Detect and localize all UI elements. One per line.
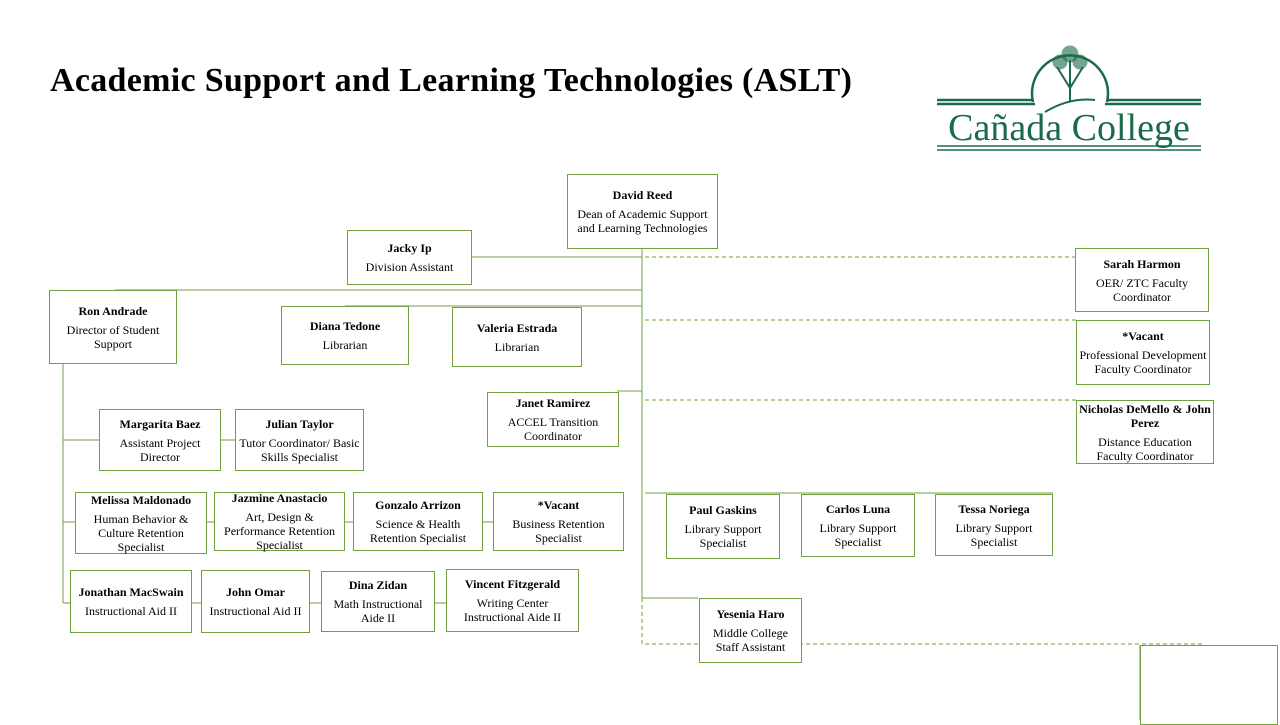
person-role: Dean of Academic Support and Learning Te…: [577, 207, 708, 235]
person-role: Math Instructional Aide II: [333, 597, 423, 625]
person-name: Yesenia Haro: [716, 607, 785, 621]
person-role: Library Support Specialist: [819, 521, 897, 549]
svg-text:Cañada College: Cañada College: [948, 107, 1190, 149]
person-role: Assistant Project Director: [119, 435, 201, 464]
person-role: Division Assistant: [365, 260, 454, 274]
person-name: Nicholas DeMello & John Perez: [1079, 401, 1211, 430]
person-name: Vincent Fitzgerald: [464, 577, 561, 591]
person-role: ACCEL Transition Coordinator: [507, 415, 599, 443]
org-box: Jacky Ip Division Assistant: [347, 230, 472, 285]
person-name: Carlos Luna: [825, 502, 891, 516]
person-role: Writing Center Instructional Aide II: [463, 596, 562, 624]
person-role: Art, Design & Performance Retention Spec…: [224, 510, 335, 552]
person-role: Tutor Coordinator/ Basic Skills Speciali…: [239, 435, 360, 464]
person-name: John Omar: [225, 585, 285, 599]
person-role: Library Support Specialist: [955, 520, 1033, 549]
person-name: *Vacant: [1122, 329, 1164, 343]
person-name: Dina Zidan: [348, 578, 408, 592]
person-name: Paul Gaskins: [689, 503, 757, 517]
person-name: Jacky Ip: [387, 241, 432, 255]
person-name: Margarita Baez: [119, 416, 201, 431]
person-name: Jonathan MacSwain: [78, 585, 184, 599]
person-role: Instructional Aid II: [85, 604, 177, 618]
person-name: Diana Tedone: [309, 319, 381, 333]
person-role: Business Retention Specialist: [512, 517, 605, 545]
person-name: Valeria Estrada: [476, 320, 558, 335]
person-role: Librarian: [494, 339, 540, 354]
person-name: Ron Andrade: [78, 303, 148, 318]
person-role: Library Support Specialist: [684, 522, 762, 550]
person-role: Human Behavior & Culture Retention Speci…: [93, 511, 189, 554]
empty-box: [1140, 645, 1278, 725]
person-name: Janet Ramirez: [515, 396, 591, 410]
person-role: Middle College Staff Assistant: [713, 626, 788, 654]
person-role: OER/ ZTC Faculty Coordinator: [1096, 275, 1188, 304]
person-role: Science & Health Retention Specialist: [369, 517, 467, 545]
person-name: Sarah Harmon: [1103, 256, 1181, 271]
person-role: Instructional Aid II: [209, 604, 302, 618]
person-role: Librarian: [322, 338, 368, 352]
canada-college-logo: Cañada College: [937, 45, 1201, 151]
person-name: Tessa Noriega: [958, 501, 1030, 516]
person-name: Jazmine Anastacio: [231, 491, 328, 505]
person-role: Professional Development Faculty Coordin…: [1079, 348, 1207, 376]
person-name: Melissa Maldonado: [90, 492, 192, 507]
person-name: Gonzalo Arrizon: [375, 498, 461, 512]
person-name: David Reed: [612, 188, 673, 202]
person-name: *Vacant: [537, 498, 580, 512]
page-title: Academic Support and Learning Technologi…: [50, 62, 853, 99]
person-role: Director of Student Support: [66, 322, 160, 351]
person-role: Distance Education Faculty Coordinator: [1096, 434, 1194, 463]
person-name: Julian Taylor: [265, 416, 334, 431]
